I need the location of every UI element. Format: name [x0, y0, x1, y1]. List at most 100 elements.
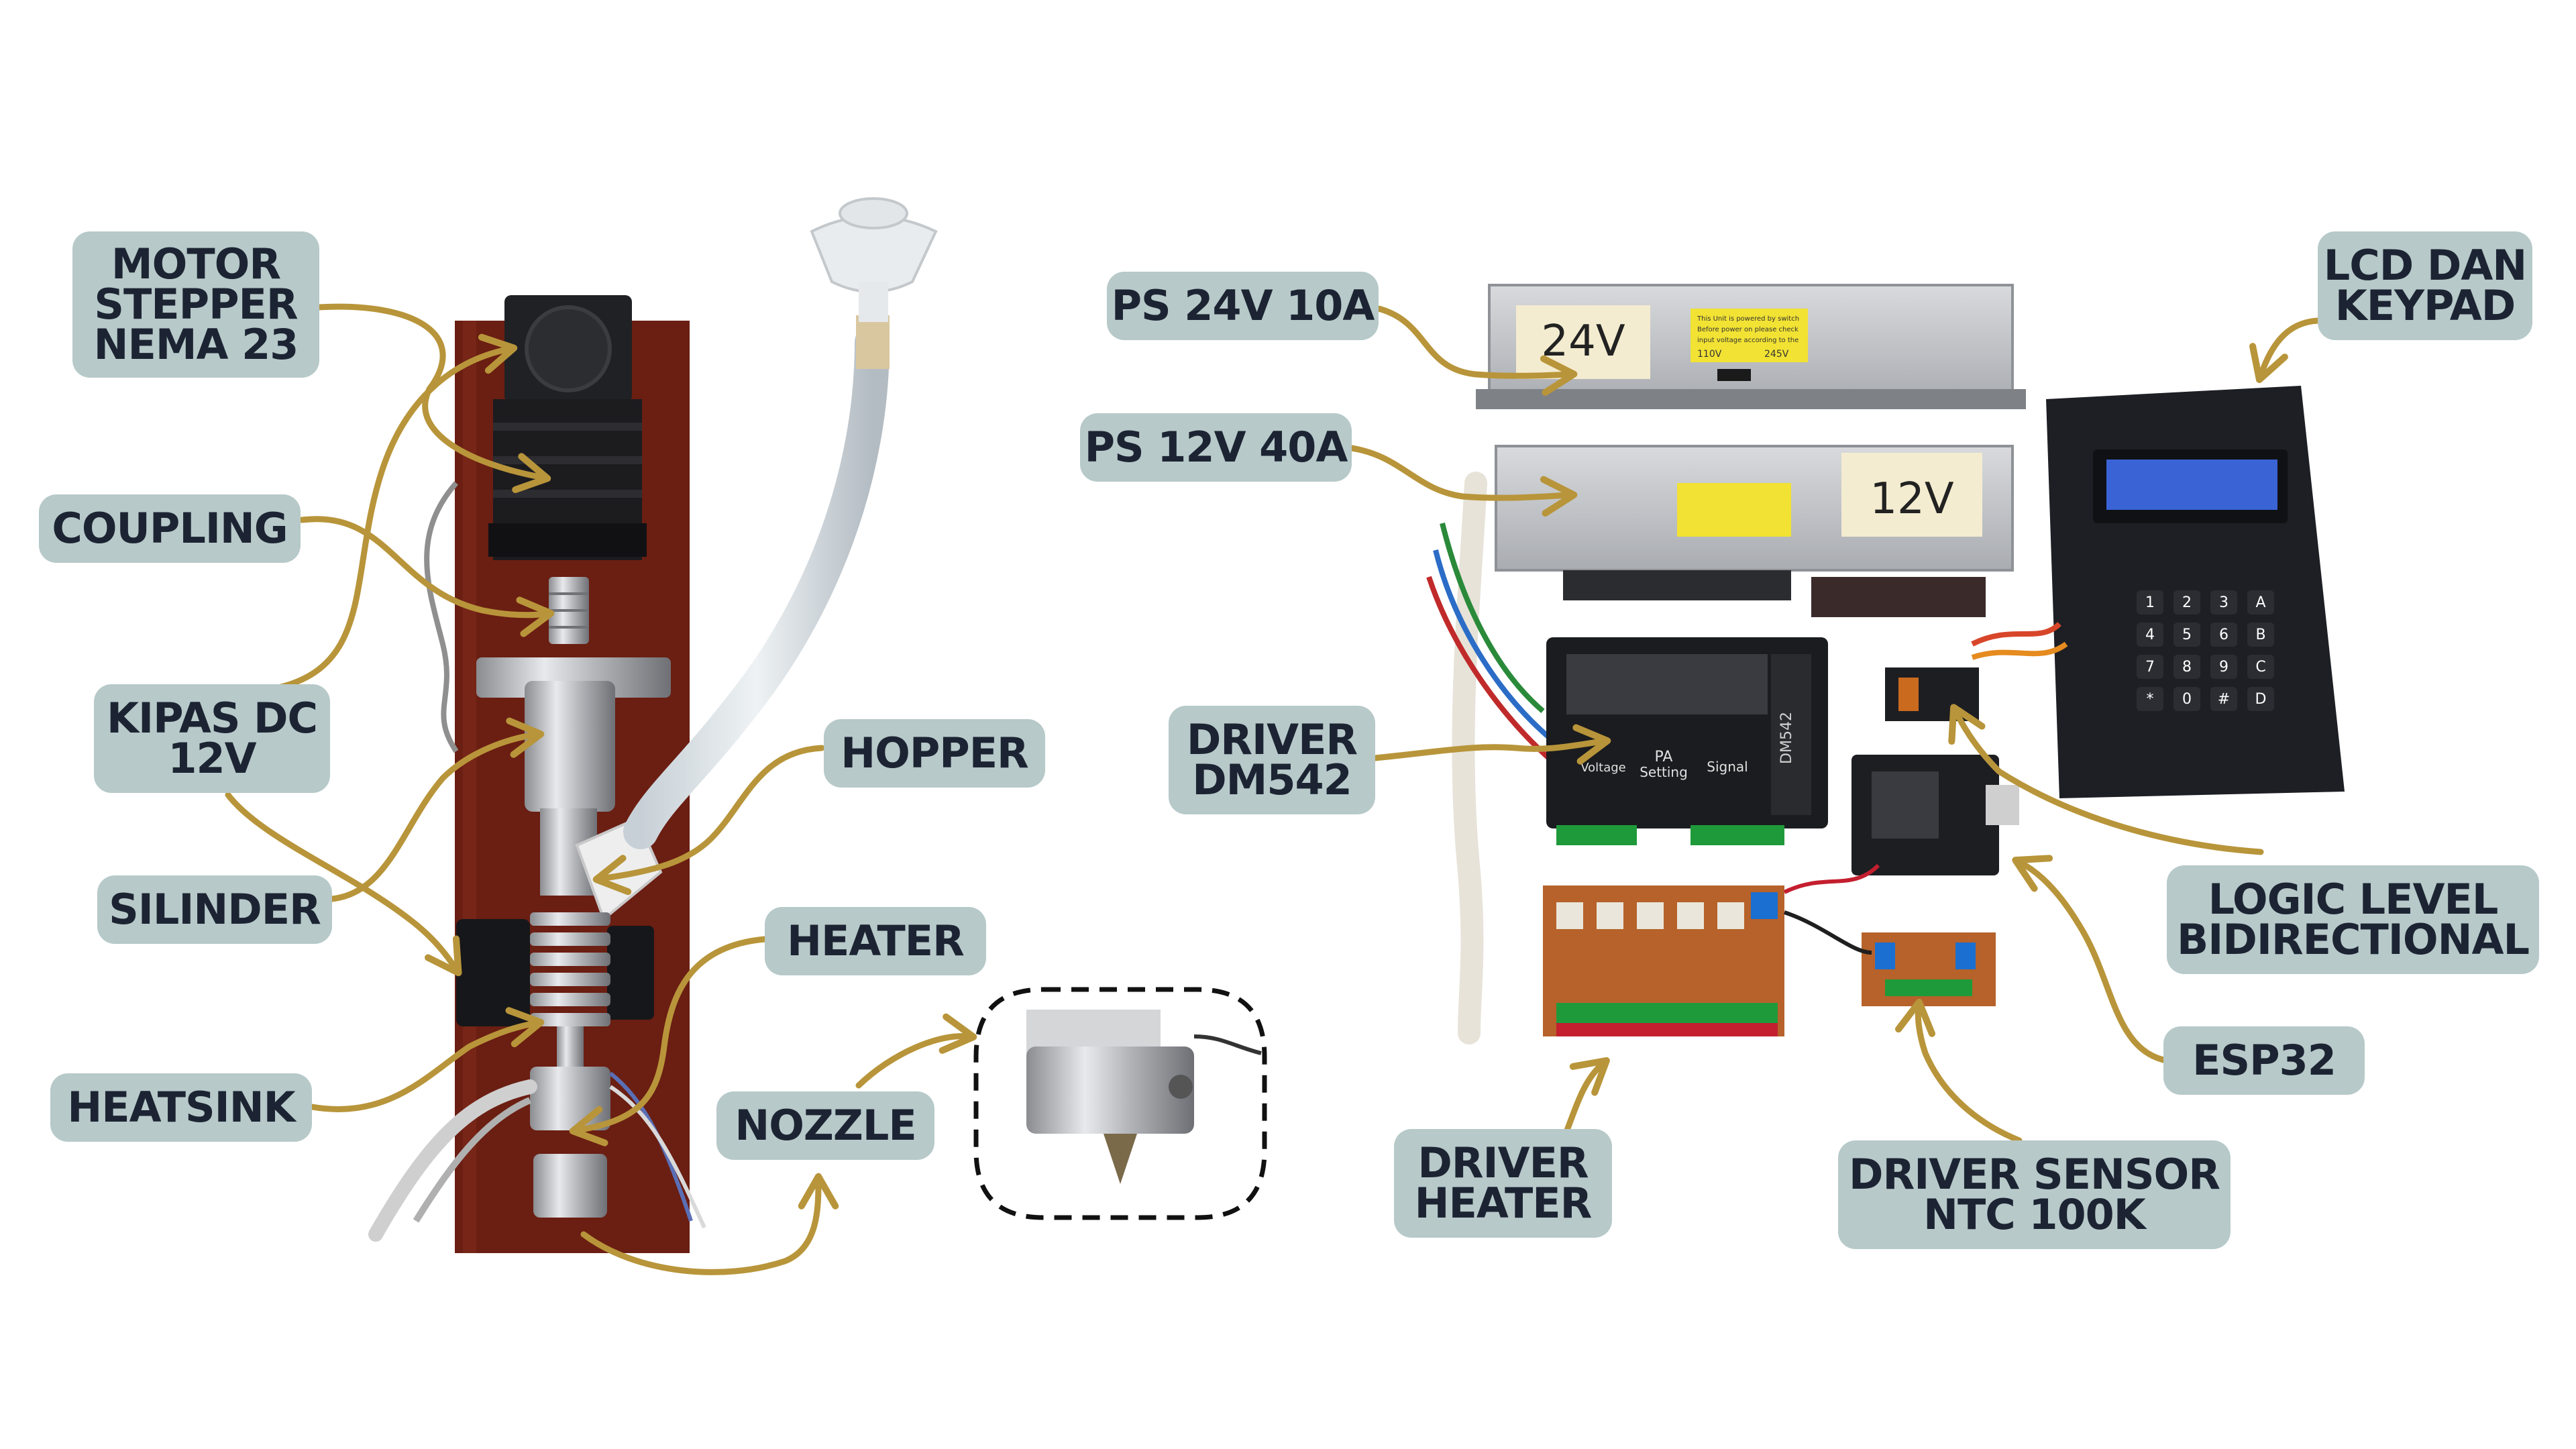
arrow-esp32 — [2012, 855, 2167, 1063]
label-line: HEATER — [1414, 1179, 1593, 1228]
keypad-key: 0 — [2182, 691, 2192, 708]
dm542-voltage-text: Voltage — [1580, 761, 1626, 775]
lcd-screen — [2106, 460, 2277, 510]
label-line: LOGIC LEVEL — [2208, 875, 2499, 924]
heatsink-fins — [530, 912, 610, 1067]
ps24-sticker-line: input voltage according to the — [1697, 337, 1799, 344]
arrow-heater — [569, 936, 768, 1146]
label-driver-dm542: DRIVER DM542 — [1169, 706, 1375, 814]
label-nozzle: NOZZLE — [716, 1091, 934, 1160]
nozzle-block — [533, 1154, 607, 1218]
keypad-key: 4 — [2145, 627, 2155, 643]
dm542-model-text: DM542 — [1778, 712, 1795, 764]
keypad-key: 6 — [2219, 627, 2229, 643]
power-supply-24v: 24V This Unit is powered by switch Befor… — [1476, 284, 2026, 409]
label-ps-24v: PS 24V 10A — [1107, 272, 1379, 340]
cylinder-barrel — [525, 681, 615, 812]
arrow-coupling — [299, 516, 555, 637]
keypad-key: 2 — [2182, 594, 2192, 611]
keypad-key: C — [2255, 659, 2265, 676]
label-driver-heater: DRIVER HEATER — [1394, 1129, 1612, 1238]
nozzle-zoom-inset — [973, 987, 1267, 1220]
ps24-sticker-line: This Unit is powered by switch — [1697, 315, 1799, 323]
ps24-sticker-line: 110V — [1697, 349, 1722, 360]
arrow-ps12 — [1348, 445, 1578, 517]
label-line: DRIVER — [1186, 715, 1358, 764]
label-line: DRIVER — [1417, 1138, 1589, 1187]
ps24-tag-text: 24V — [1541, 317, 1625, 366]
arrow-dm542 — [1372, 724, 1611, 765]
heater-band — [530, 1067, 610, 1130]
driver-heater-board — [1543, 885, 1784, 1036]
power-supply-12v: 12V — [1495, 445, 2014, 617]
label-esp32: ESP32 — [2163, 1026, 2365, 1095]
side-fan-right — [607, 926, 654, 1020]
ps24-sticker-line: 245V — [1764, 349, 1789, 360]
dm542-setting-text: Setting — [1640, 764, 1688, 780]
extruder-photo — [368, 197, 938, 1253]
label-driver-sensor: DRIVER SENSOR NTC 100K — [1838, 1140, 2231, 1249]
esp32-board — [1851, 755, 2019, 875]
label-line: BIDIRECTIONAL — [2177, 915, 2530, 964]
hopper-tube — [623, 325, 890, 849]
label-line: KEYPAD — [2334, 281, 2516, 330]
arrow-lcd — [2249, 317, 2321, 384]
label-line: LCD DAN — [2323, 241, 2527, 290]
label-line: DRIVER SENSOR — [1849, 1150, 2220, 1199]
label-heater: HEATER — [765, 907, 986, 975]
label-heatsink: HEATSINK — [50, 1073, 312, 1142]
arrow-nozzle — [580, 1173, 839, 1275]
keypad-key: B — [2255, 627, 2265, 643]
keypad-key: 9 — [2219, 659, 2229, 676]
keypad-key: 5 — [2182, 627, 2192, 643]
label-line: KIPAS DC — [106, 694, 318, 743]
ps24-sticker-line: Before power on please check — [1697, 326, 1799, 333]
label-line: SILINDER — [109, 885, 321, 934]
stepper-driver-dm542: DM542 PA Setting Signal Voltage — [1546, 637, 1828, 845]
keypad-key: 8 — [2182, 659, 2192, 676]
keypad-key: 1 — [2145, 594, 2155, 611]
label-line: 12V — [168, 734, 256, 783]
arrow-driver-sensor — [1894, 998, 2023, 1144]
side-fan-left — [456, 919, 530, 1026]
label-silinder: SILINDER — [97, 875, 332, 944]
keypad-key: 3 — [2219, 594, 2229, 611]
arrow-nozzle-zoom — [855, 1013, 977, 1089]
arrow-hopper — [592, 745, 825, 896]
keypad-key: 7 — [2145, 659, 2155, 676]
label-line: DM542 — [1192, 755, 1352, 804]
label-line: HOPPER — [841, 729, 1029, 777]
keypad-key: D — [2255, 691, 2267, 708]
label-line: NEMA 23 — [93, 320, 299, 369]
label-lcd-keypad: LCD DAN KEYPAD — [2318, 231, 2532, 340]
label-coupling: COUPLING — [39, 494, 301, 563]
electronics-photo: 24V This Unit is powered by switch Befor… — [1426, 284, 2345, 1044]
label-logic-level: LOGIC LEVEL BIDIRECTIONAL — [2167, 865, 2539, 974]
ps12-tag-text: 12V — [1870, 474, 1953, 524]
label-line: PS 12V 40A — [1084, 423, 1348, 472]
callout-arrows — [225, 303, 2321, 1275]
driver-sensor-board — [1862, 932, 1996, 1006]
arrow-logic — [1948, 704, 2264, 855]
label-hopper: HOPPER — [824, 719, 1045, 788]
keypad-key: A — [2255, 594, 2265, 611]
label-line: PS 24V 10A — [1111, 281, 1375, 330]
label-ps-12v: PS 12V 40A — [1080, 413, 1352, 482]
arrow-ps24 — [1375, 305, 1578, 396]
keypad-grid: 1 2 3 A 4 5 6 B 7 — [2137, 590, 2274, 711]
arrow-kipas-down — [225, 792, 462, 977]
dm542-signal-text: Signal — [1707, 759, 1748, 775]
label-line: STEPPER — [94, 280, 298, 329]
label-line: MOTOR — [111, 239, 281, 288]
dm542-pa-text: PA — [1655, 749, 1673, 765]
label-line: ESP32 — [2192, 1036, 2337, 1085]
label-line: NTC 100K — [1923, 1190, 2146, 1239]
keypad-key: # — [2218, 691, 2230, 708]
label-line: HEATSINK — [67, 1083, 295, 1132]
keypad-key: * — [2147, 691, 2154, 708]
label-line: NOZZLE — [735, 1101, 916, 1150]
label-motor-stepper: MOTOR STEPPER NEMA 23 — [72, 231, 319, 378]
label-line: COUPLING — [52, 504, 288, 553]
arrow-kipas-up — [275, 333, 518, 691]
